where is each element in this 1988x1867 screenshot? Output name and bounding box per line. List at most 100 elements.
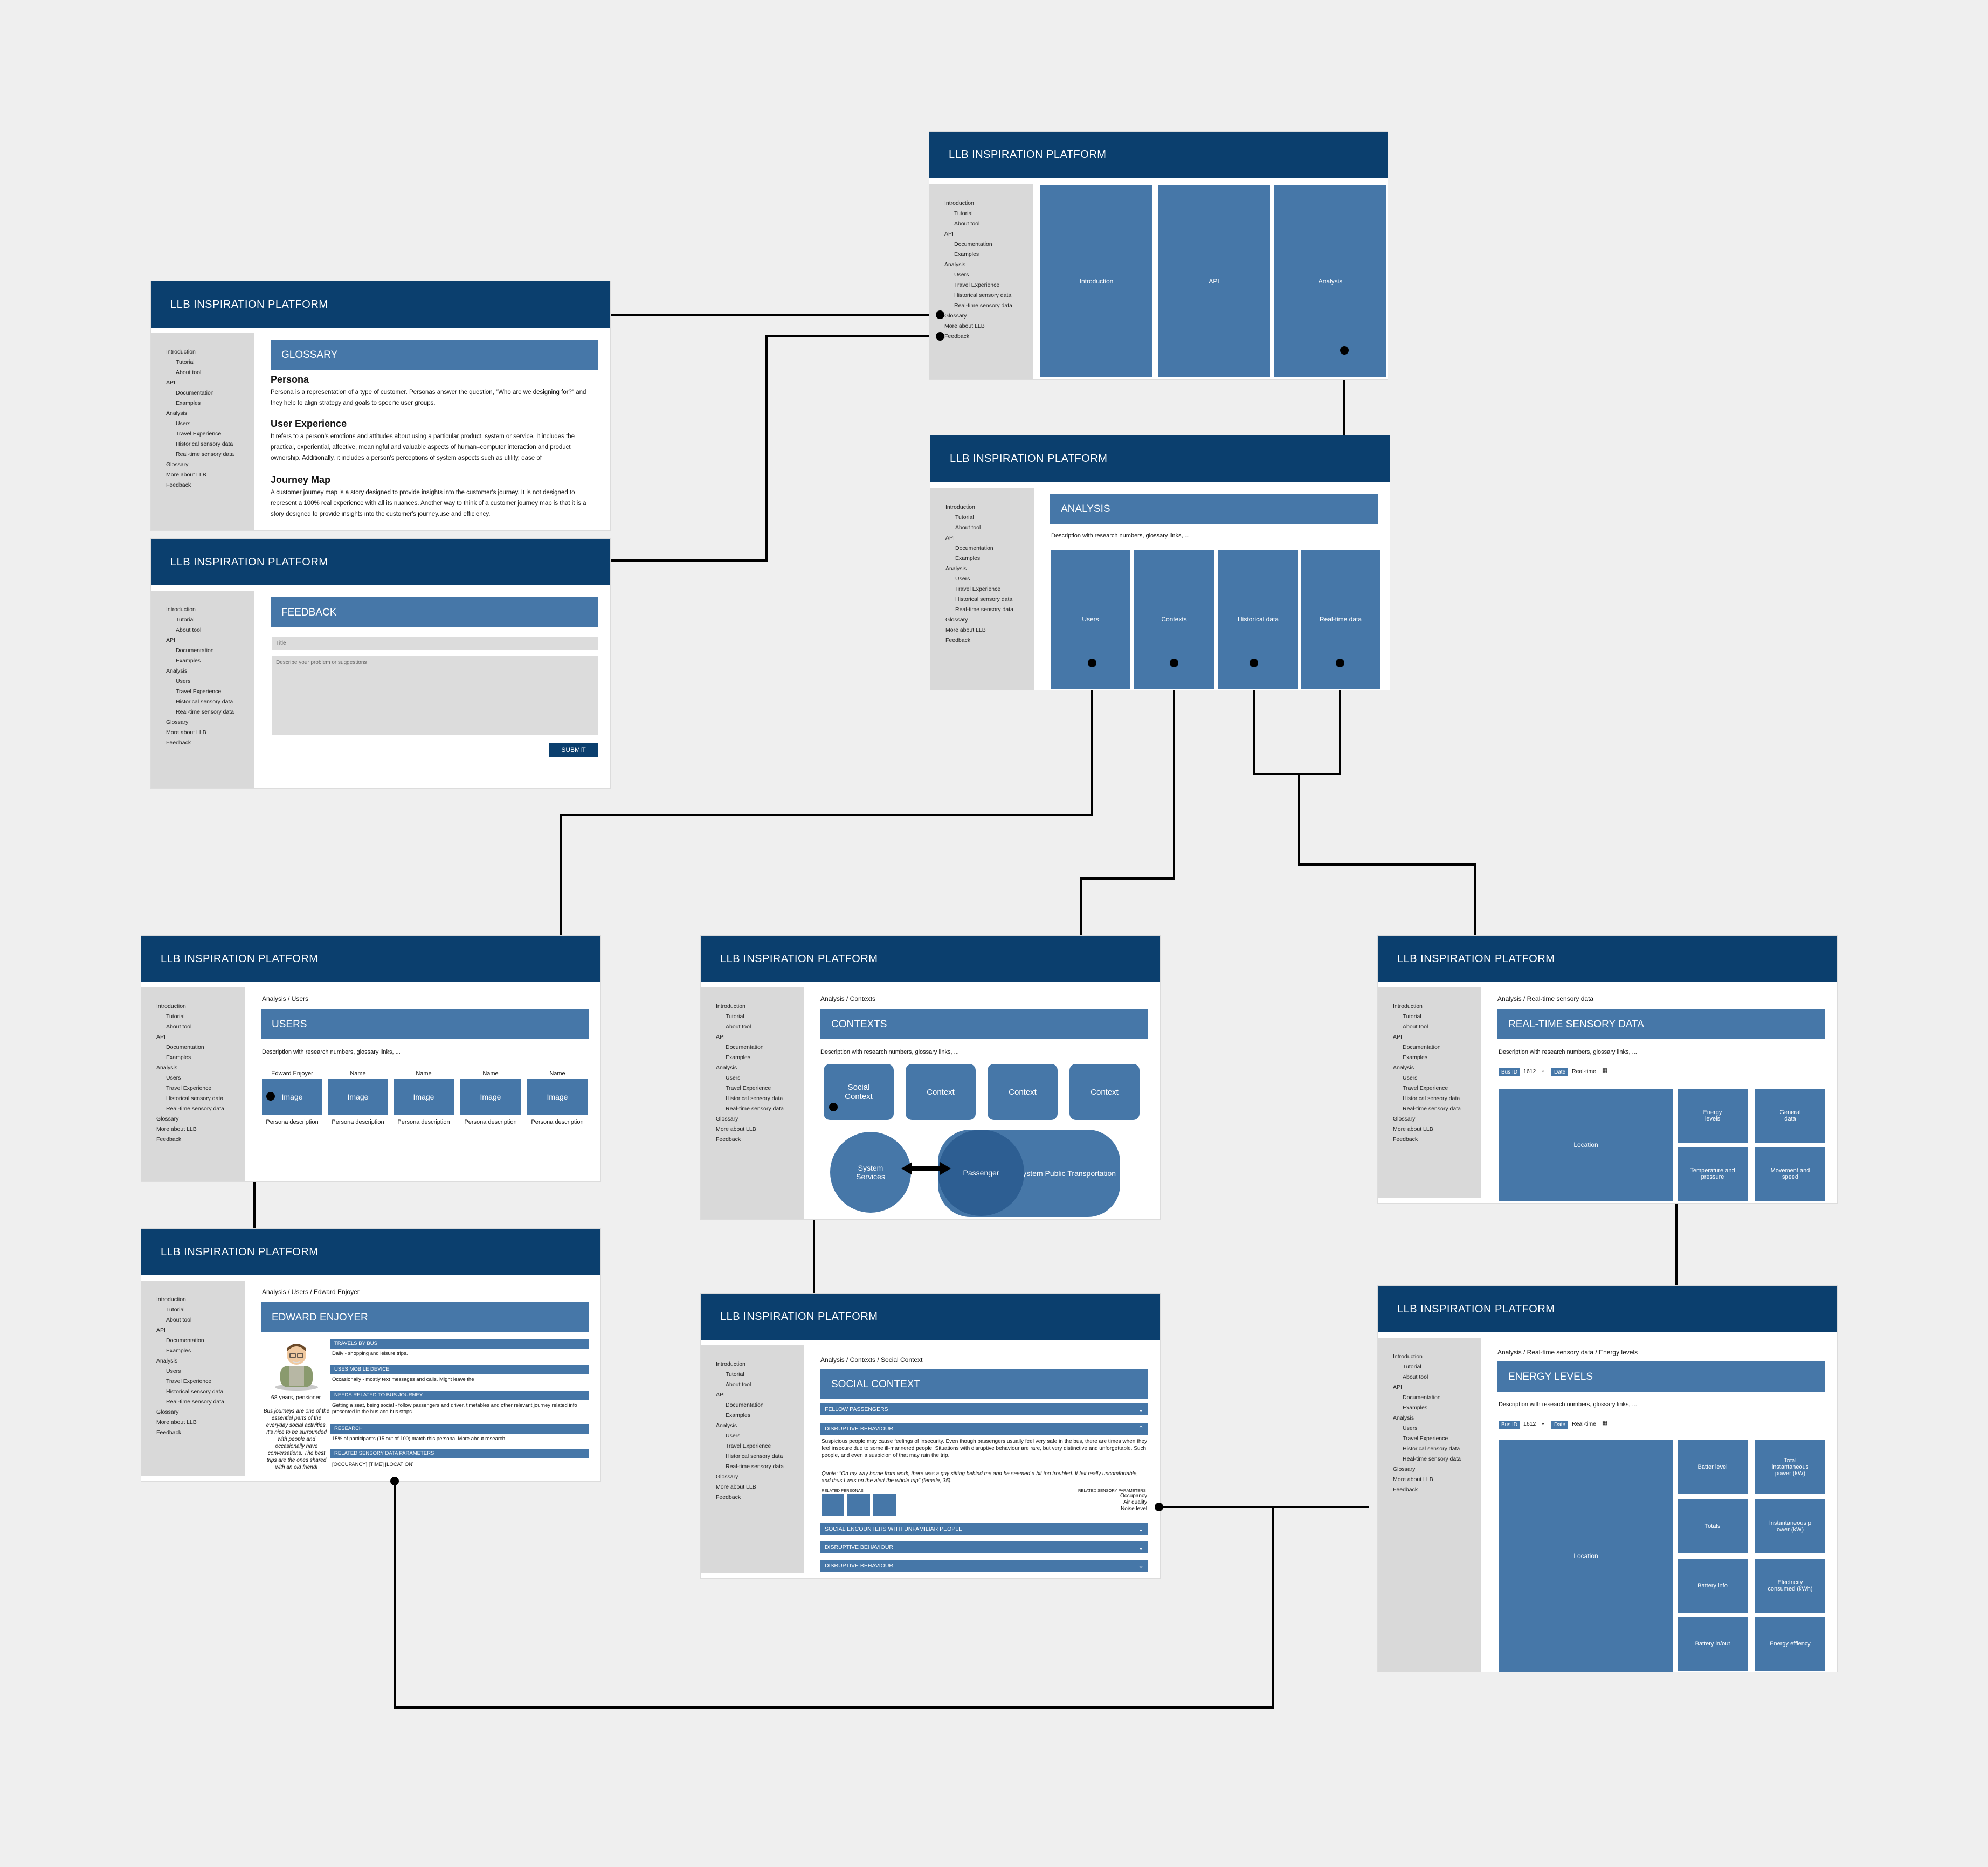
nav-examples[interactable]: Examples xyxy=(955,555,981,562)
tile-energy-levels[interactable]: Energy levels xyxy=(1678,1089,1748,1143)
nav-feedback[interactable]: Feedback xyxy=(1393,1486,1418,1493)
nav-realtime[interactable]: Real-time sensory data xyxy=(726,1463,784,1470)
nav-travel-experience[interactable]: Travel Experience xyxy=(176,431,222,437)
nav-more-about[interactable]: More about LLB xyxy=(166,729,206,736)
nav-analysis[interactable]: Analysis xyxy=(716,1422,737,1429)
nav-realtime[interactable]: Real-time sensory data xyxy=(726,1105,784,1112)
persona-image[interactable]: Image xyxy=(394,1079,454,1115)
nav-historical[interactable]: Historical sensory data xyxy=(955,596,1013,603)
nav-feedback[interactable]: Feedback xyxy=(156,1136,182,1143)
tile-analysis[interactable]: Analysis xyxy=(1274,185,1386,377)
nav-api[interactable]: API xyxy=(156,1327,165,1333)
nav-documentation[interactable]: Documentation xyxy=(1403,1044,1441,1050)
nav-analysis[interactable]: Analysis xyxy=(156,1358,178,1364)
bus-id-select[interactable]: 1612 xyxy=(1523,1421,1536,1427)
nav-historical[interactable]: Historical sensory data xyxy=(726,1453,783,1460)
tile-api[interactable]: API xyxy=(1158,185,1270,377)
nav-feedback[interactable]: Feedback xyxy=(944,333,970,340)
nav-glossary[interactable]: Glossary xyxy=(944,313,967,319)
nav-historical[interactable]: Historical sensory data xyxy=(176,699,233,705)
nav-feedback[interactable]: Feedback xyxy=(166,482,191,488)
nav-travel-experience[interactable]: Travel Experience xyxy=(166,1085,212,1091)
nav-feedback[interactable]: Feedback xyxy=(1393,1136,1418,1143)
tile-instantaneous-power[interactable]: Instantaneous p ower (kW) xyxy=(1755,1499,1825,1553)
nav-more-about[interactable]: More about LLB xyxy=(716,1126,756,1132)
tile-battery-info[interactable]: Battery info xyxy=(1678,1559,1748,1613)
param-air-quality[interactable]: Air quality xyxy=(1123,1499,1147,1505)
nav-introduction[interactable]: Introduction xyxy=(166,606,196,613)
nav-api[interactable]: API xyxy=(716,1034,725,1040)
nav-glossary[interactable]: Glossary xyxy=(1393,1116,1416,1122)
nav-examples[interactable]: Examples xyxy=(176,400,201,406)
nav-glossary[interactable]: Glossary xyxy=(716,1474,738,1480)
nav-more-about[interactable]: More about LLB xyxy=(156,1126,197,1132)
nav-realtime[interactable]: Real-time sensory data xyxy=(166,1105,224,1112)
nav-more-about[interactable]: More about LLB xyxy=(1393,1126,1433,1132)
nav-api[interactable]: API xyxy=(944,231,954,237)
nav-analysis[interactable]: Analysis xyxy=(945,565,967,572)
nav-travel-experience[interactable]: Travel Experience xyxy=(176,688,222,695)
nav-api[interactable]: API xyxy=(156,1034,165,1040)
nav-introduction[interactable]: Introduction xyxy=(156,1296,186,1303)
tile-introduction[interactable]: Introduction xyxy=(1040,185,1152,377)
nav-tutorial[interactable]: Tutorial xyxy=(954,210,973,217)
nav-travel-experience[interactable]: Travel Experience xyxy=(954,282,1000,288)
tile-context[interactable]: Context xyxy=(1069,1064,1140,1120)
title-input[interactable]: Title xyxy=(272,637,598,650)
nav-travel-experience[interactable]: Travel Experience xyxy=(726,1443,771,1449)
nav-travel-experience[interactable]: Travel Experience xyxy=(1403,1435,1448,1442)
tile-realtime-data[interactable]: Real-time data xyxy=(1301,550,1380,689)
nav-glossary[interactable]: Glossary xyxy=(166,461,189,468)
nav-documentation[interactable]: Documentation xyxy=(176,390,214,396)
nav-analysis[interactable]: Analysis xyxy=(944,261,966,268)
nav-users[interactable]: Users xyxy=(166,1075,181,1081)
nav-more-about[interactable]: More about LLB xyxy=(156,1419,197,1426)
nav-feedback[interactable]: Feedback xyxy=(166,739,191,746)
nav-tutorial[interactable]: Tutorial xyxy=(166,1306,185,1313)
nav-glossary[interactable]: Glossary xyxy=(1393,1466,1416,1472)
tile-battery-in-out[interactable]: Battery in/out xyxy=(1678,1617,1748,1671)
nav-feedback[interactable]: Feedback xyxy=(716,1494,741,1500)
tile-temperature[interactable]: Temperature and pressure xyxy=(1678,1147,1748,1201)
tile-historical-data[interactable]: Historical data xyxy=(1218,550,1298,689)
nav-about-tool[interactable]: About tool xyxy=(726,1024,751,1030)
nav-more-about[interactable]: More about LLB xyxy=(1393,1476,1433,1483)
nav-historical[interactable]: Historical sensory data xyxy=(166,1095,224,1102)
nav-tutorial[interactable]: Tutorial xyxy=(176,617,195,623)
nav-realtime[interactable]: Real-time sensory data xyxy=(176,709,234,715)
nav-glossary[interactable]: Glossary xyxy=(156,1409,179,1415)
nav-introduction[interactable]: Introduction xyxy=(1393,1003,1423,1009)
nav-about-tool[interactable]: About tool xyxy=(955,524,981,531)
nav-users[interactable]: Users xyxy=(955,576,970,582)
accordion-disruptive-behaviour[interactable]: DISRUPTIVE BEHAVIOUR⌄ xyxy=(820,1541,1148,1553)
passenger[interactable]: Passenger xyxy=(938,1130,1024,1216)
nav-travel-experience[interactable]: Travel Experience xyxy=(166,1378,212,1385)
nav-tutorial[interactable]: Tutorial xyxy=(176,359,195,365)
nav-realtime[interactable]: Real-time sensory data xyxy=(1403,1105,1461,1112)
tile-context[interactable]: Context xyxy=(906,1064,976,1120)
nav-about-tool[interactable]: About tool xyxy=(166,1317,192,1323)
tile-electricity-consumed[interactable]: Electricity consumed (kWh) xyxy=(1755,1559,1825,1613)
nav-historical[interactable]: Historical sensory data xyxy=(1403,1446,1460,1452)
nav-documentation[interactable]: Documentation xyxy=(954,241,992,247)
tile-total-power[interactable]: Total instantaneous power (kW) xyxy=(1755,1440,1825,1494)
nav-more-about[interactable]: More about LLB xyxy=(166,472,206,478)
nav-examples[interactable]: Examples xyxy=(726,1054,751,1061)
date-select[interactable]: Real-time xyxy=(1572,1421,1596,1427)
nav-analysis[interactable]: Analysis xyxy=(166,668,188,674)
nav-glossary[interactable]: Glossary xyxy=(156,1116,179,1122)
system-services[interactable]: System Services xyxy=(830,1132,911,1213)
persona-image[interactable]: Image xyxy=(460,1079,521,1115)
nav-users[interactable]: Users xyxy=(176,420,191,427)
related-persona-thumb[interactable] xyxy=(822,1494,844,1516)
nav-examples[interactable]: Examples xyxy=(166,1054,191,1061)
nav-api[interactable]: API xyxy=(166,379,175,386)
nav-about-tool[interactable]: About tool xyxy=(176,369,202,376)
nav-tutorial[interactable]: Tutorial xyxy=(166,1013,185,1020)
persona-image[interactable]: Image xyxy=(328,1079,388,1115)
location-map[interactable]: Location xyxy=(1499,1089,1673,1201)
tile-energy-efficiency[interactable]: Energy effiency xyxy=(1755,1617,1825,1671)
nav-historical[interactable]: Historical sensory data xyxy=(176,441,233,447)
nav-about-tool[interactable]: About tool xyxy=(1403,1024,1428,1030)
message-textarea[interactable]: Describe your problem or suggestions xyxy=(272,656,598,735)
